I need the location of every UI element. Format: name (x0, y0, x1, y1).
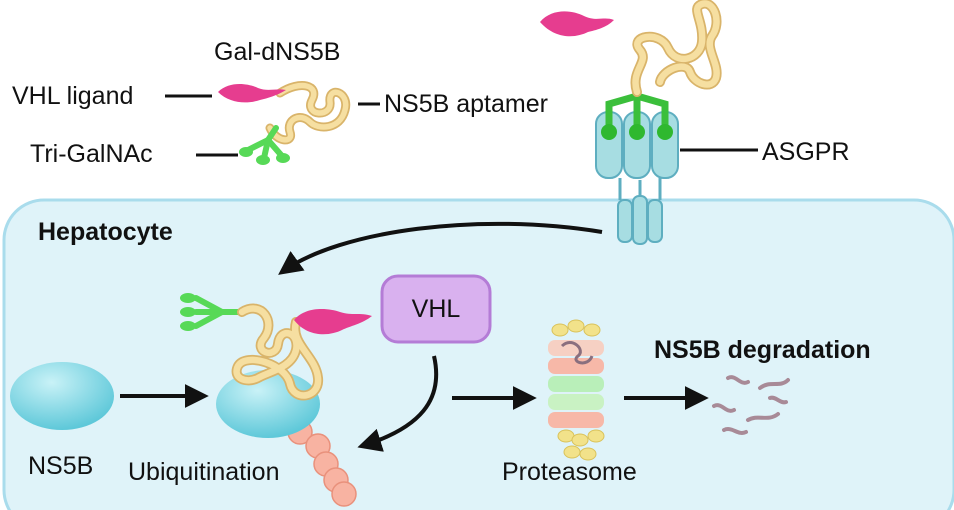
vhl-arrow (357, 355, 439, 452)
gal-dns5b-label: Gal-dNS5B (214, 38, 341, 66)
gal-dns5b-molecule (165, 81, 380, 165)
ns5b-label: NS5B (28, 452, 94, 480)
ns5b-degradation-label: NS5B degradation (654, 336, 871, 364)
vhl-ligand-shape (218, 84, 286, 103)
proteasome-label: Proteasome (502, 458, 637, 486)
ubiquitination-label: Ubiquitination (128, 458, 280, 486)
ns5b-free (10, 362, 114, 430)
vhl-label: VHL (411, 295, 461, 323)
tri-galnac-label: Tri-GalNAc (30, 140, 153, 168)
ns5b-aptamer-label: NS5B aptamer (384, 90, 548, 118)
hepatocyte-label: Hepatocyte (38, 218, 173, 246)
asgpr-label: ASGPR (762, 138, 850, 166)
vhl-box (380, 274, 492, 344)
tri-galnac-shape (245, 125, 285, 161)
vhl-ligand-label: VHL ligand (12, 82, 134, 110)
internalization-arrow (278, 221, 603, 275)
proteasome-shape (548, 319, 605, 461)
ns5b-fragments (712, 375, 790, 435)
internalized-complex (180, 293, 372, 507)
asgpr-receptor (540, 0, 758, 245)
